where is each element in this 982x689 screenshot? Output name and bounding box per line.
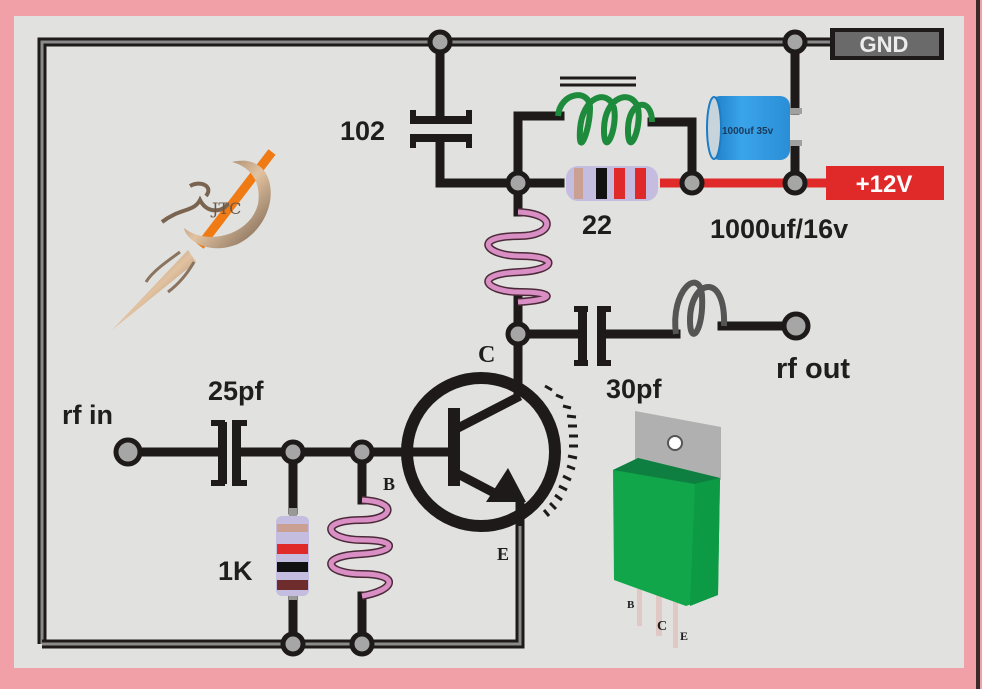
gnd-terminal[interactable]: GND: [830, 28, 944, 60]
resistor-22-band-4: [635, 168, 646, 199]
to220-package: [613, 411, 721, 648]
canvas: [14, 16, 964, 668]
node-choke-supply: [679, 170, 705, 196]
wire-102-bottom: [435, 135, 523, 188]
collector-inductor: [484, 208, 553, 306]
capacitor-102: [410, 110, 472, 148]
resistor-22-band-2: [596, 168, 607, 199]
output-inductor: [672, 279, 728, 337]
transistor-emitter-label: E: [497, 544, 509, 564]
transistor-base-label: B: [383, 474, 395, 494]
node-gnd-1k: [280, 631, 306, 657]
resistor-1k-band-3: [277, 562, 308, 572]
rf-out-terminal[interactable]: [781, 311, 811, 341]
wire-node-to-choke: [513, 111, 565, 188]
resistor-1k-band-4: [277, 580, 308, 590]
capacitor-25pf-label: 25pf: [208, 376, 265, 406]
rf-out-label: rf out: [776, 353, 850, 385]
resistor-22-label: 22: [582, 210, 612, 240]
resistor-22: [566, 166, 658, 201]
to220-collector-label: C: [657, 619, 667, 634]
logo: JTC: [112, 149, 276, 330]
resistor-1k-band-1: [277, 524, 308, 532]
vcc-label: +12V: [856, 171, 913, 198]
node-cap-supply: [782, 170, 808, 196]
node-base-1k: [280, 439, 306, 465]
junction-nodes: [280, 29, 808, 657]
capacitor-30pf: [574, 306, 611, 366]
rf-in-label: rf in: [62, 400, 113, 430]
wire-choke-right: [647, 117, 697, 188]
resistor-1k: [276, 508, 309, 600]
electrolytic-print: 1000uf 35v: [722, 126, 774, 137]
capacitor-25pf: [211, 420, 247, 486]
base-inductor: [327, 496, 393, 600]
node-base-coil: [349, 439, 375, 465]
rf-in-terminal[interactable]: [113, 437, 143, 467]
ground-bus: [37, 37, 832, 649]
to220-emitter-label: E: [680, 629, 688, 643]
gnd-label: GND: [860, 32, 909, 57]
electrolytic-capacitor: 1000uf 35v: [706, 96, 802, 160]
capacitor-1000uf-label: 1000uf/16v: [710, 214, 848, 244]
npn-transistor: [400, 372, 578, 532]
node-gnd-coil: [349, 631, 375, 657]
node-supply-main: [505, 170, 531, 196]
svg-text:JTC: JTC: [210, 199, 241, 218]
capacitor-30pf-label: 30pf: [606, 374, 663, 404]
resistor-1k-label: 1K: [218, 556, 253, 586]
transistor-collector-label: C: [478, 342, 495, 368]
node-cap-gnd: [782, 29, 808, 55]
resistor-22-band-1: [574, 168, 583, 199]
node-collector: [505, 321, 531, 347]
resistor-22-band-3: [614, 168, 625, 199]
choke-inductor: [555, 76, 655, 146]
capacitor-102-label: 102: [340, 116, 385, 146]
to220-base-label: B: [627, 599, 635, 611]
vcc-terminal[interactable]: +12V: [826, 166, 944, 200]
resistor-1k-band-2: [277, 544, 308, 554]
node-102-gnd: [427, 29, 453, 55]
